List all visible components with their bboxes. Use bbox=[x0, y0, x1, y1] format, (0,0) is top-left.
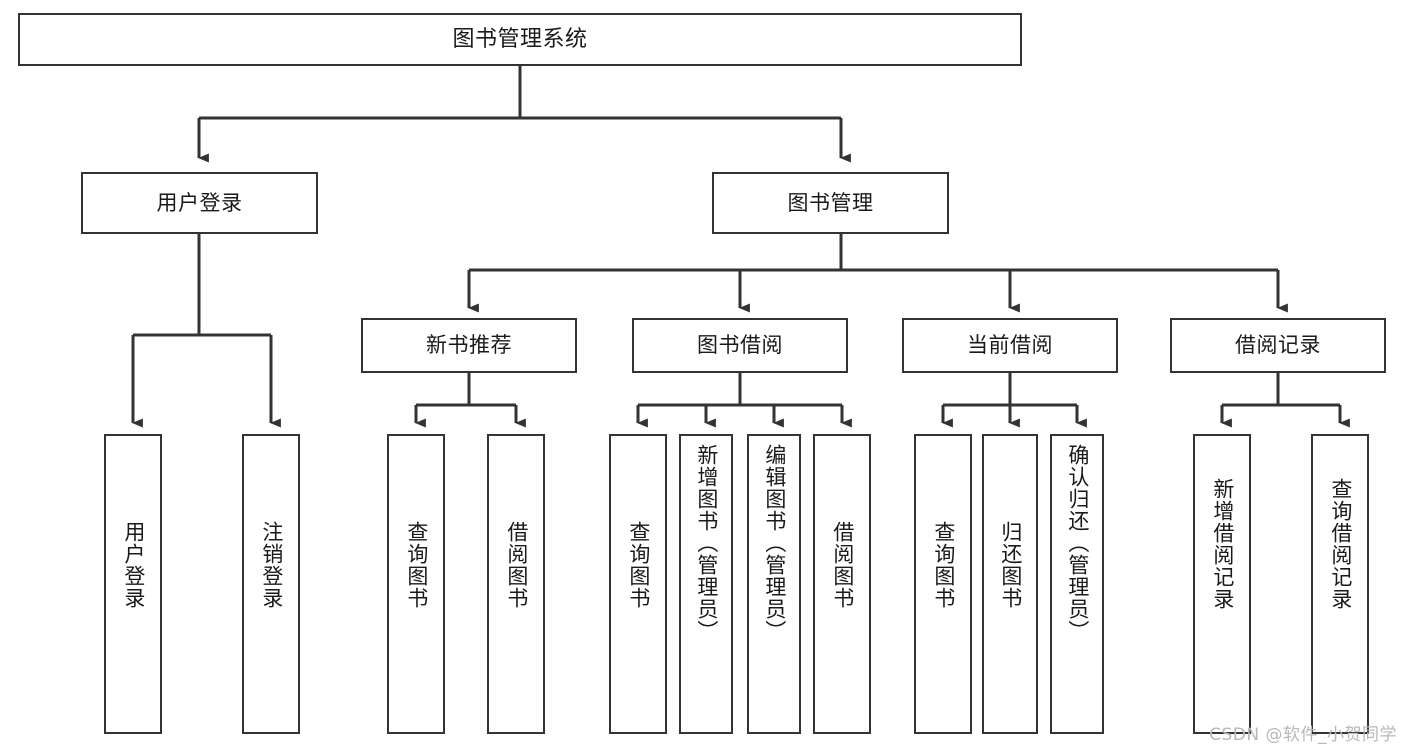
node-new-book-rec[interactable]: 新书推荐 bbox=[361, 318, 577, 373]
node-leaf-query-book-c[interactable]: 查询图书 bbox=[914, 434, 972, 734]
node-book-manage-label: 图书管理 bbox=[787, 190, 874, 215]
node-leaf-edit-book-label: 编辑图书（管理员） bbox=[762, 444, 787, 642]
node-leaf-query-record[interactable]: 查询借阅记录 bbox=[1311, 434, 1369, 734]
node-leaf-logout[interactable]: 注销登录 bbox=[242, 434, 300, 734]
node-leaf-borrow-book-b-label: 借阅图书 bbox=[830, 521, 855, 609]
node-new-book-rec-label: 新书推荐 bbox=[426, 333, 512, 358]
node-leaf-confirm-return[interactable]: 确认归还（管理员） bbox=[1050, 434, 1104, 734]
node-leaf-return-book[interactable]: 归还图书 bbox=[982, 434, 1038, 734]
node-leaf-edit-book[interactable]: 编辑图书（管理员） bbox=[747, 434, 801, 734]
node-leaf-add-record[interactable]: 新增借阅记录 bbox=[1193, 434, 1251, 734]
node-leaf-add-book-label: 新增图书（管理员） bbox=[694, 444, 719, 642]
node-leaf-query-book-b[interactable]: 查询图书 bbox=[609, 434, 667, 734]
node-user-login-label: 用户登录 bbox=[156, 190, 243, 215]
node-book-manage[interactable]: 图书管理 bbox=[712, 172, 949, 234]
node-leaf-confirm-return-label: 确认归还（管理员） bbox=[1065, 444, 1090, 642]
node-book-borrow-label: 图书借阅 bbox=[697, 333, 783, 358]
node-root[interactable]: 图书管理系统 bbox=[18, 13, 1022, 66]
node-leaf-return-book-label: 归还图书 bbox=[998, 521, 1023, 609]
node-leaf-borrow-book-a-label: 借阅图书 bbox=[504, 521, 529, 609]
node-leaf-query-book-b-label: 查询图书 bbox=[626, 521, 651, 609]
node-borrow-record-label: 借阅记录 bbox=[1235, 333, 1321, 358]
node-user-login[interactable]: 用户登录 bbox=[81, 172, 318, 234]
node-leaf-borrow-book-a[interactable]: 借阅图书 bbox=[487, 434, 545, 734]
node-leaf-user-login[interactable]: 用户登录 bbox=[104, 434, 162, 734]
node-leaf-add-record-label: 新增借阅记录 bbox=[1210, 478, 1235, 610]
node-leaf-borrow-book-b[interactable]: 借阅图书 bbox=[813, 434, 871, 734]
node-leaf-user-login-label: 用户登录 bbox=[121, 521, 146, 609]
node-leaf-query-book-c-label: 查询图书 bbox=[931, 521, 956, 609]
node-current-borrow-label: 当前借阅 bbox=[967, 333, 1053, 358]
node-leaf-add-book[interactable]: 新增图书（管理员） bbox=[679, 434, 733, 734]
node-leaf-query-record-label: 查询借阅记录 bbox=[1328, 478, 1353, 610]
node-leaf-query-book-a[interactable]: 查询图书 bbox=[387, 434, 445, 734]
node-leaf-query-book-a-label: 查询图书 bbox=[404, 521, 429, 609]
node-root-label: 图书管理系统 bbox=[452, 26, 588, 52]
node-leaf-logout-label: 注销登录 bbox=[259, 521, 284, 609]
csdn-watermark: CSDN @软件_小贺同学 bbox=[1209, 725, 1397, 745]
node-book-borrow[interactable]: 图书借阅 bbox=[632, 318, 848, 373]
node-borrow-record[interactable]: 借阅记录 bbox=[1170, 318, 1386, 373]
node-current-borrow[interactable]: 当前借阅 bbox=[902, 318, 1118, 373]
